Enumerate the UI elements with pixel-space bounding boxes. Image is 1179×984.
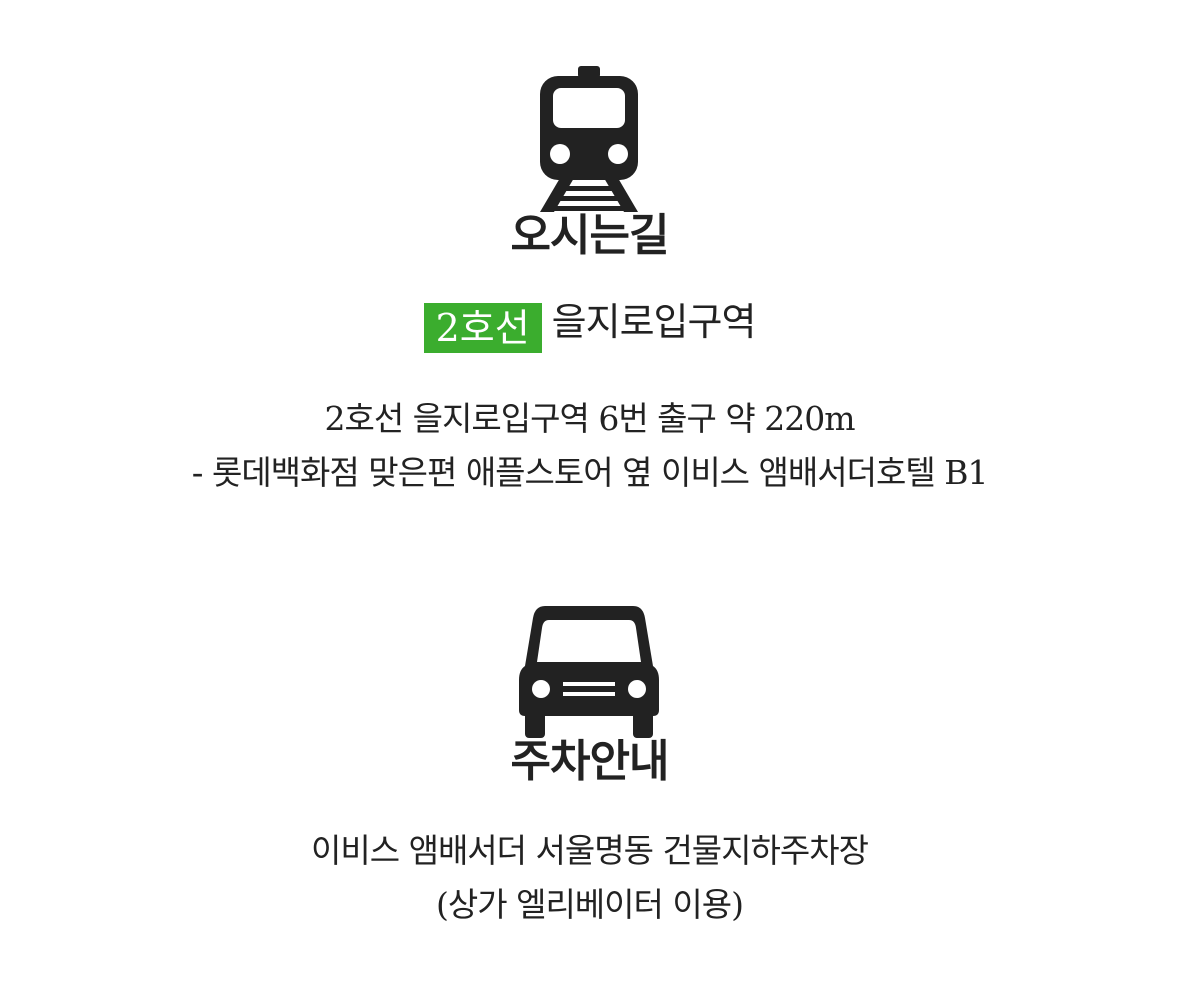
paren-close: ): [731, 885, 744, 924]
distance: 220m: [764, 399, 855, 438]
directions-detail-line1: 2호선 을지로입구역 6번 출구 약 220m: [0, 392, 1179, 446]
line-2-badge: 2호선: [423, 303, 542, 353]
directions-title: 오시는길: [510, 210, 670, 261]
parking-elevator-note: 상가 엘리베이터 이용: [447, 885, 732, 924]
car-icon: [519, 606, 659, 738]
line-badge-number: 2: [435, 306, 460, 350]
line-badge-suffix: 호선: [459, 306, 530, 350]
paren-open: (: [436, 885, 449, 924]
line-number: 2: [324, 399, 345, 438]
parking-title: 주차안내: [510, 736, 670, 787]
floor-level: B1: [944, 453, 988, 492]
parking-detail: 이비스 앰배서더 서울명동 건물지하주차장 (상가 엘리베이터 이용): [0, 824, 1179, 932]
detail-location: - 롯데백화점 맞은편 애플스토어 옆 이비스 앰배서더호텔: [191, 453, 945, 492]
station-name: 을지로입구역: [551, 300, 757, 344]
detail-text-b: 번 출구 약: [618, 399, 765, 438]
parking-detail-line2: (상가 엘리베이터 이용): [0, 878, 1179, 932]
directions-detail: 2호선 을지로입구역 6번 출구 약 220m - 롯데백화점 맞은편 애플스토…: [0, 392, 1179, 500]
exit-number: 6: [598, 399, 619, 438]
train-icon: [540, 66, 638, 212]
directions-detail-line2: - 롯데백화점 맞은편 애플스토어 옆 이비스 앰배서더호텔 B1: [0, 446, 1179, 500]
parking-detail-line1: 이비스 앰배서더 서울명동 건물지하주차장: [311, 831, 869, 870]
detail-text-a: 호선 을지로입구역: [344, 399, 599, 438]
